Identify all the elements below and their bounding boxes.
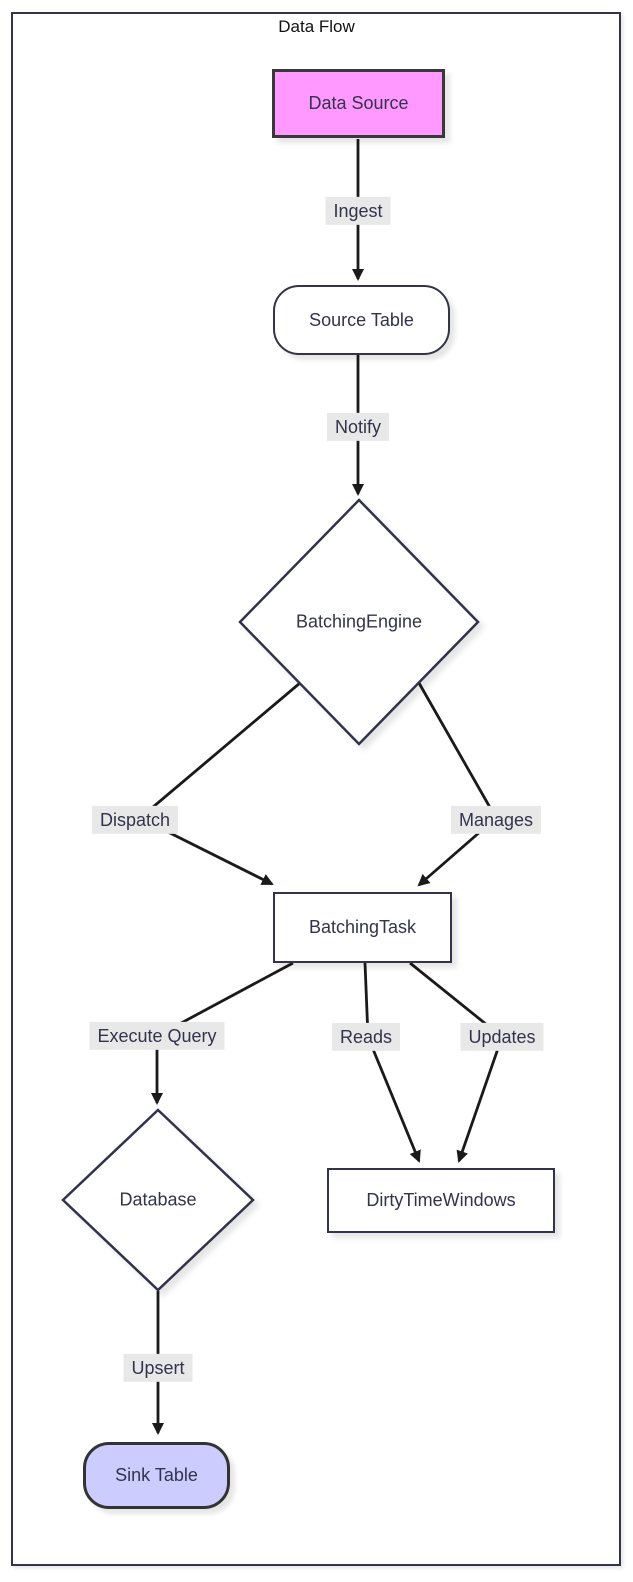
node-source-table: Source Table <box>273 285 450 355</box>
edge-label-notify: Notify <box>326 412 390 442</box>
node-dirty-time-windows: DirtyTimeWindows <box>327 1168 555 1233</box>
edge-manages <box>417 682 498 887</box>
edge-updates <box>409 961 504 1163</box>
node-batching-task-label: BatchingTask <box>308 917 417 937</box>
node-database-shape <box>61 1108 255 1292</box>
edge-label-reads: Reads <box>331 1022 401 1052</box>
edge-reads <box>363 962 421 1163</box>
node-batching-engine-shape <box>238 498 480 746</box>
node-data-source-label: Data Source <box>308 93 409 113</box>
edge-label-upsert: Upsert <box>123 1353 193 1383</box>
diagram-title: Data Flow <box>278 17 355 36</box>
node-batching-task: BatchingTask <box>273 892 452 963</box>
diagram-frame <box>11 12 621 1566</box>
node-batching-engine-label: BatchingEngine <box>295 611 423 632</box>
node-data-source: Data Source <box>272 69 445 138</box>
node-database-label: Database <box>119 1189 197 1210</box>
edge-dispatch <box>137 681 301 886</box>
edge-label-execute-query: Execute Query <box>89 1021 225 1051</box>
edge-label-manages: Manages <box>450 805 542 835</box>
node-sink-table-label: Sink Table <box>115 1465 198 1485</box>
node-source-table-label: Source Table <box>309 309 414 330</box>
edge-label-updates: Updates <box>460 1022 544 1052</box>
node-sink-table: Sink Table <box>83 1442 230 1509</box>
edge-label-ingest: Ingest <box>325 196 391 226</box>
node-dirty-time-windows-label: DirtyTimeWindows <box>366 1190 516 1210</box>
edge-label-dispatch: Dispatch <box>91 805 179 835</box>
